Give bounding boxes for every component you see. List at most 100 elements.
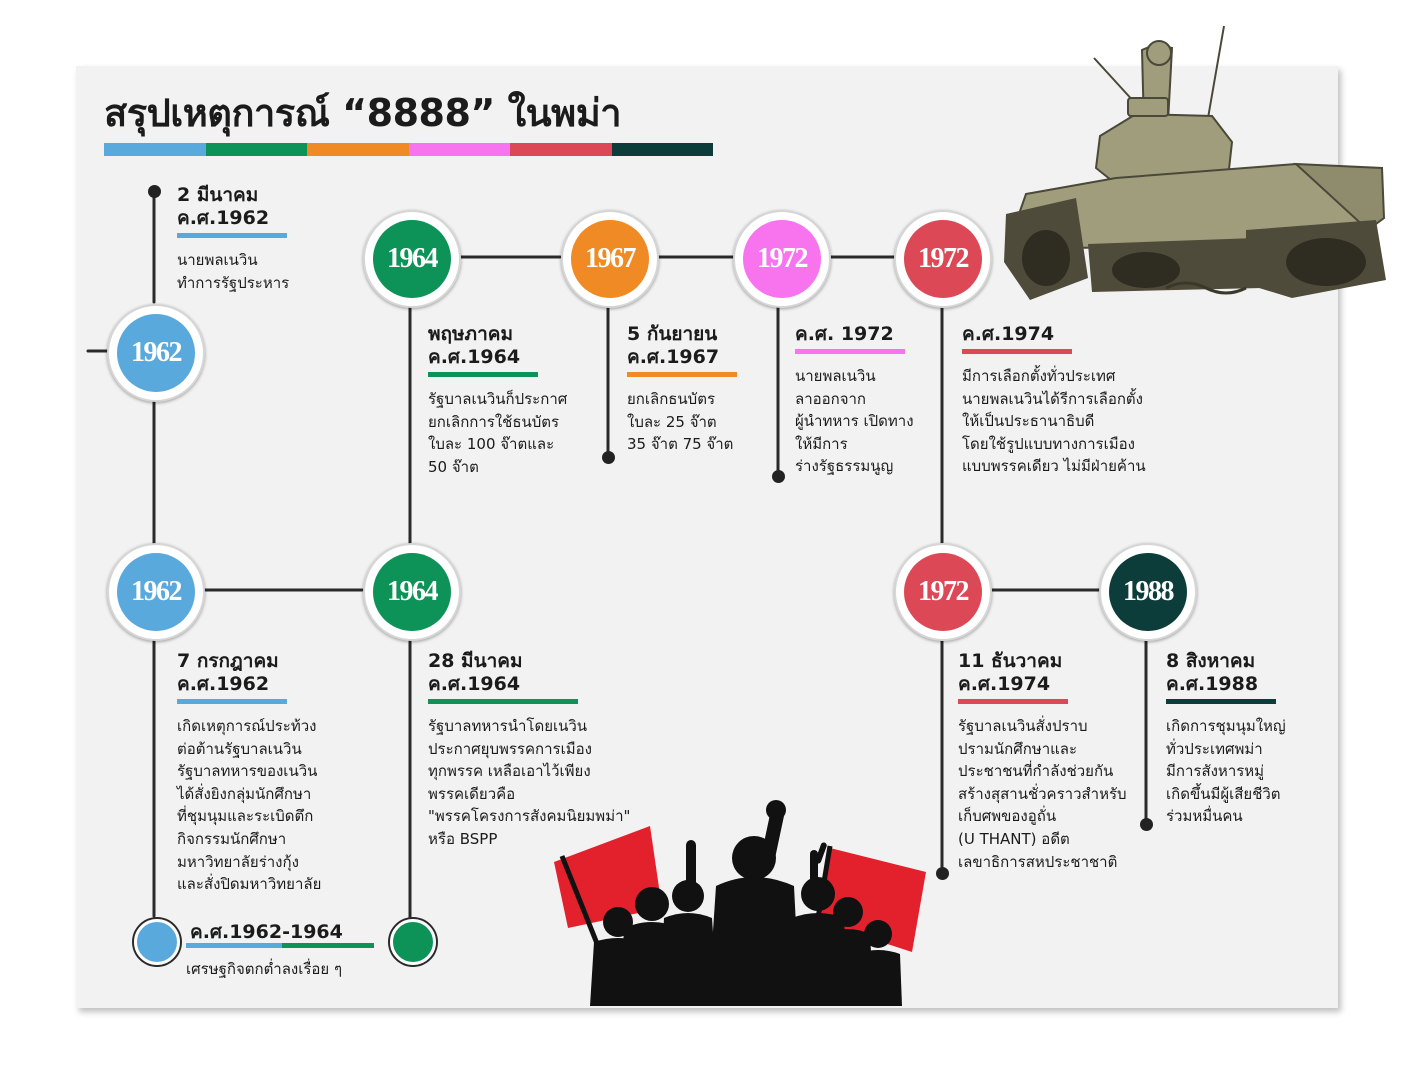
- year-circle-1972: 1972: [894, 543, 992, 641]
- year-label: 1988: [1109, 553, 1187, 631]
- heading-underline: [962, 349, 1072, 354]
- event-body-line: 35 จ๊าต 75 จ๊าต: [627, 435, 734, 454]
- event-body-line: มีการสังหารหมู่: [1166, 762, 1265, 781]
- event-heading: 11 ธันวาคม: [958, 650, 1063, 672]
- event-body-line: นายพลเนวิน: [177, 251, 258, 269]
- event-heading: ค.ศ.1962: [177, 207, 270, 229]
- year-circle-1964: 1964: [363, 210, 461, 308]
- year-circle-1988: 1988: [1099, 543, 1197, 641]
- year-circle-1962: 1962: [107, 304, 205, 402]
- event-body-line: นายพลเนวิน: [795, 367, 876, 385]
- timeline-start-dot: [148, 185, 161, 198]
- event-body-line: มีการเลือกตั้งทั่วประเทศ: [962, 367, 1116, 385]
- event-body-line: เกิดเหตุการณ์ประท้วง: [177, 717, 317, 735]
- event-body-line: ต่อต้านรัฐบาลเนวิน: [177, 739, 302, 758]
- event-heading: ค.ศ.1964: [428, 346, 521, 368]
- event-body-line: มหาวิทยาลัยร่างกุ้ง: [177, 852, 299, 871]
- event-body-line: ร่วมหมื่นคน: [1166, 807, 1243, 826]
- event-block: ค.ศ. 1972 นายพลเนวินลาออกจากผู้นำทหาร เปิ…: [795, 323, 914, 478]
- event-body-line: 50 จ๊าต: [428, 457, 479, 476]
- year-circle-1962: 1962: [107, 543, 205, 641]
- event-heading: ค.ศ.1967: [627, 346, 720, 368]
- title-bar-segment: [205, 143, 307, 156]
- event-heading: ค.ศ.1964: [428, 673, 521, 695]
- event-block: 11 ธันวาคมค.ศ.1974 รัฐบาลเนวินสั่งปราบปรา…: [958, 650, 1127, 873]
- event-body-line: รัฐบาลทหารนำโดยเนวิน: [428, 717, 588, 735]
- event-body-line: ทำการรัฐประหาร: [177, 273, 290, 292]
- event-body-line: ปรามนักศึกษาและ: [958, 739, 1078, 758]
- event-body-line: รัฐบาลเนวินสั่งปราบ: [958, 717, 1088, 735]
- year-label: 1962: [117, 314, 195, 392]
- event-block: 28 มีนาคมค.ศ.1964 รัฐบาลทหารนำโดยเนวินประ…: [428, 650, 630, 851]
- event-body-line: เกิดการชุมนุมใหญ่: [1166, 717, 1286, 735]
- year-label: 1964: [373, 220, 451, 298]
- event-body-line: ลาออกจาก: [795, 389, 867, 408]
- event-body-line: ได้สั่งยิงกลุ่มนักศึกษา: [177, 784, 312, 803]
- event-body-line: ประกาศยุบพรรคการเมือง: [428, 739, 592, 758]
- summary-bar-segment: [282, 943, 374, 948]
- event-body-line: กิจกรรมนักศึกษา: [177, 829, 287, 848]
- event-heading: 2 มีนาคม: [177, 184, 259, 206]
- event-body-line: ใบละ 25 จ๊าต: [627, 412, 717, 431]
- heading-underline: [428, 699, 578, 704]
- year-label: 1972: [904, 220, 982, 298]
- heading-underline: [1166, 699, 1276, 704]
- event-body-line: ที่ชุมนุมและระเบิดตึก: [177, 807, 314, 826]
- event-heading: 8 สิงหาคม: [1166, 650, 1256, 672]
- event-body-line: "พรรคโครงการสังคมนิยมพม่า": [428, 807, 631, 826]
- event-body-line: เลขาธิการสหประชาชาติ: [958, 852, 1118, 871]
- year-label: 1964: [373, 553, 451, 631]
- event-body-line: ยกเลิกการใช้ธนบัตร: [428, 412, 560, 431]
- heading-underline: [795, 349, 905, 354]
- year-circle-1972: 1972: [894, 210, 992, 308]
- event-body-line: (U THANT) อดีต: [958, 829, 1070, 848]
- year-label: 1972: [904, 553, 982, 631]
- event-body-line: ใบละ 100 จ๊าตและ: [428, 435, 555, 454]
- event-body-line: และสั่งปิดมหาวิทยาลัย: [177, 875, 322, 894]
- timeline-dot-1988: [1140, 818, 1153, 831]
- event-body-line: นายพลเนวินได้รีการเลือกตั้ง: [962, 389, 1143, 408]
- event-body-line: ให้เป็นประธานาธิบดี: [962, 412, 1095, 431]
- event-heading: 28 มีนาคม: [428, 650, 523, 672]
- event-body-line: โดยใช้รูปแบบทางการเมือง: [962, 434, 1135, 453]
- event-body-line: ทุกพรรค เหลือเอาไว้เพียง: [428, 762, 591, 781]
- event-body-line: ร่างรัฐธรรมนูญ: [795, 457, 894, 476]
- event-body-line: เก็บศพของอูถั่น: [958, 807, 1057, 826]
- year-circle-1967: 1967: [561, 210, 659, 308]
- heading-underline: [958, 699, 1068, 704]
- title-bar-segment: [510, 143, 612, 156]
- event-body-line: พรรคเดียวคือ: [428, 784, 516, 803]
- title-bar-segment: [104, 143, 206, 156]
- year-label: 1967: [571, 220, 649, 298]
- heading-underline: [177, 233, 287, 238]
- year-circle-1964: 1964: [363, 543, 461, 641]
- timeline-dot-1972-pink: [772, 470, 785, 483]
- title-bar-segment: [408, 143, 510, 156]
- event-body-line: ทั่วประเทศพม่า: [1166, 739, 1263, 758]
- event-heading: ค.ศ.1974: [958, 673, 1051, 695]
- heading-underline: [428, 372, 538, 377]
- event-heading: ค.ศ. 1972: [795, 323, 894, 345]
- event-body-line: หรือ BSPP: [428, 829, 498, 848]
- event-heading: ค.ศ.1988: [1166, 673, 1259, 695]
- year-label: 1972: [743, 220, 821, 298]
- year-circle-1972: 1972: [733, 210, 831, 308]
- timeline-dot-1967: [602, 451, 615, 464]
- year-label: 1962: [117, 553, 195, 631]
- summary-bar-segment: [186, 943, 282, 948]
- event-body-line: สร้างสุสานชั่วคราวสำหรับ: [958, 784, 1127, 803]
- event-heading: 5 กันยายน: [627, 323, 718, 345]
- tank-icon: [1004, 25, 1386, 300]
- event-body-line: รัฐบาลเนวินก็ประกาศ: [428, 390, 568, 408]
- event-heading: 7 กรกฎาคม: [177, 650, 279, 672]
- event-body-line: แบบพรรคเดียว ไม่มีฝ่ายค้าน: [962, 457, 1146, 476]
- page-title: สรุปเหตุการณ์ “8888” ในพม่า: [104, 91, 622, 135]
- event-body-line: ผู้นำทหาร เปิดทาง: [795, 412, 914, 431]
- title-bar-segment: [307, 143, 409, 156]
